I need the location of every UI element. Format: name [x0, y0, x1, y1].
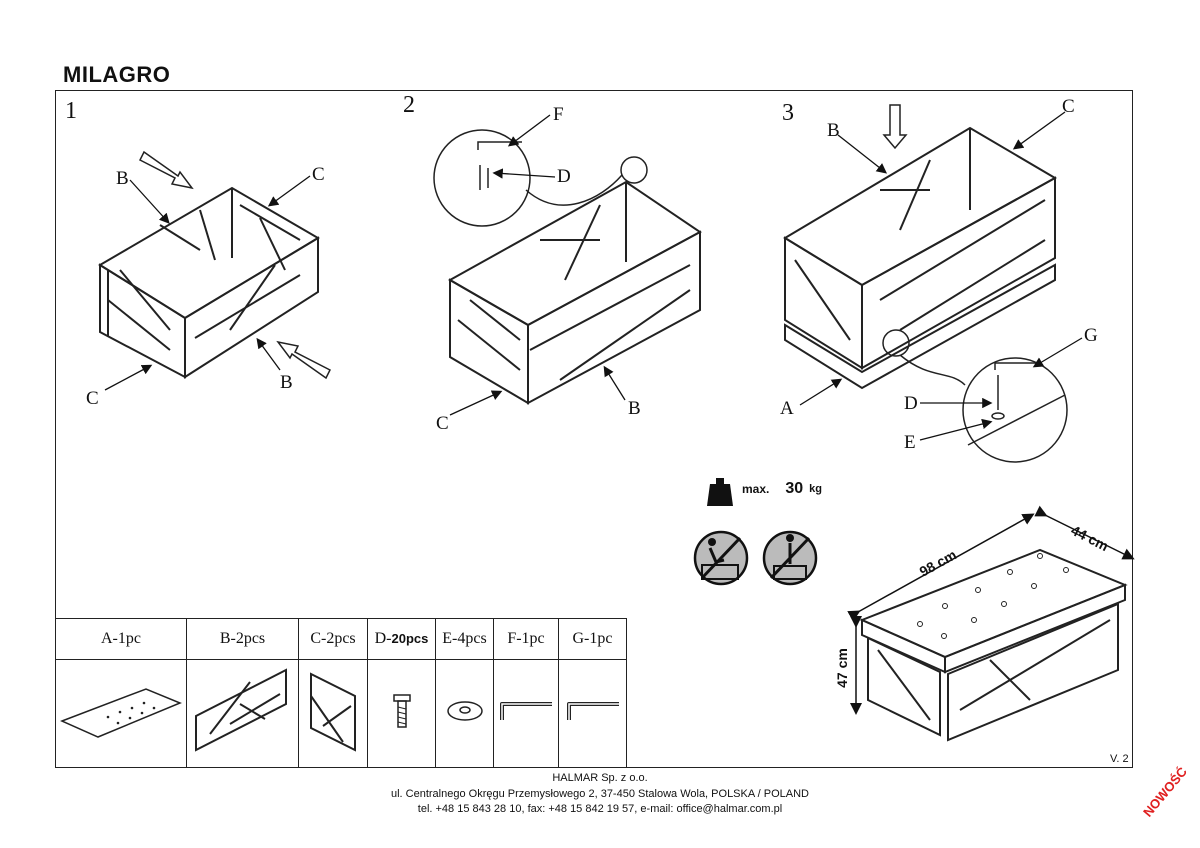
label-s3-a: A: [780, 398, 794, 419]
step1-leader-lines: [104, 175, 311, 391]
part-d-count: 20pcs: [391, 631, 429, 646]
part-g-image: [558, 659, 627, 768]
label-s1-b-top: B: [116, 168, 129, 189]
instruction-frame: [55, 90, 1133, 768]
part-f-image: [493, 659, 559, 768]
finished-table-drawing: [859, 548, 1128, 742]
part-a-header: A-1pc: [55, 618, 187, 660]
document-version: V. 2: [1110, 753, 1129, 765]
part-d-header-letter: D-: [374, 630, 392, 647]
parts-table: A-1pc B-2pcs C-2pcs D-20pcs E-4pcs F-1pc…: [55, 618, 627, 768]
label-s2-b: B: [628, 398, 641, 419]
label-s1-c-top: C: [312, 164, 325, 185]
label-s3-g: G: [1084, 325, 1098, 346]
label-s2-d: D: [557, 166, 571, 187]
step2-detail-circle: [433, 129, 648, 227]
part-d-header: D-20pcs: [367, 618, 436, 660]
allen-key-large-icon: [500, 702, 552, 720]
no-climbing-icon: [693, 530, 749, 586]
dimension-lines: [847, 505, 1135, 715]
washer-icon: [446, 701, 483, 721]
step1-frame-drawing: [98, 186, 320, 379]
footer-address: ul. Centralnego Okręgu Przemysłowego 2, …: [390, 788, 809, 800]
short-frame-icon: [310, 672, 356, 752]
step2-frame-drawing: [447, 180, 702, 405]
part-g-header: G-1pc: [558, 618, 627, 660]
label-s3-b: B: [827, 120, 840, 141]
part-a-image: [55, 659, 187, 768]
label-s1-c-bottom: C: [86, 388, 99, 409]
label-s3-d: D: [904, 393, 918, 414]
max-weight-label: max.: [742, 482, 770, 496]
part-b-image: [186, 659, 299, 768]
no-standing-icon: [762, 530, 818, 586]
part-e-image: [435, 659, 494, 768]
part-d-image: [367, 659, 436, 768]
label-s2-f: F: [553, 104, 564, 125]
part-c-image: [298, 659, 368, 768]
step-number-1: 1: [65, 98, 77, 124]
part-c-header: C-2pcs: [298, 618, 368, 660]
part-e-header: E-4pcs: [435, 618, 494, 660]
step3-leader-lines: [799, 111, 1083, 441]
step3-down-arrow: [882, 104, 908, 150]
step-number-3: 3: [782, 100, 794, 126]
bolt-icon: [392, 694, 411, 728]
label-s1-b-bottom: B: [280, 372, 293, 393]
panel-board-icon: [60, 688, 182, 738]
max-weight: max. 30 kg: [706, 480, 822, 498]
footer-contact: tel. +48 15 843 28 10, fax: +48 15 842 1…: [417, 803, 783, 815]
label-s3-e: E: [904, 432, 916, 453]
footer-company: HALMAR Sp. z o.o.: [552, 772, 648, 784]
step-number-2: 2: [403, 92, 415, 118]
step3-detail-circle: [882, 329, 1068, 463]
step2-leader-lines: [449, 114, 626, 416]
dimension-height: 47 cm: [833, 648, 850, 688]
part-f-header: F-1pc: [493, 618, 559, 660]
weight-icon: [707, 478, 733, 506]
long-frame-icon: [194, 668, 287, 752]
label-s3-c: C: [1062, 96, 1075, 117]
product-title: MILAGRO: [63, 62, 171, 87]
max-weight-unit: kg: [809, 483, 822, 495]
max-weight-value: 30: [785, 480, 804, 497]
step3-frame-drawing: [783, 126, 1058, 390]
label-s2-c: C: [436, 413, 449, 434]
step1-arrows: [138, 150, 332, 380]
part-b-header: B-2pcs: [186, 618, 299, 660]
allen-key-small-icon: [566, 702, 619, 720]
